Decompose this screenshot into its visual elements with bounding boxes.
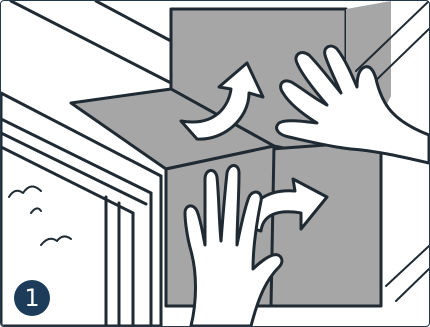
soffit-outline	[11, 1, 171, 83]
step-number-badge: 1	[14, 280, 50, 316]
tape-strip-top	[71, 9, 346, 169]
